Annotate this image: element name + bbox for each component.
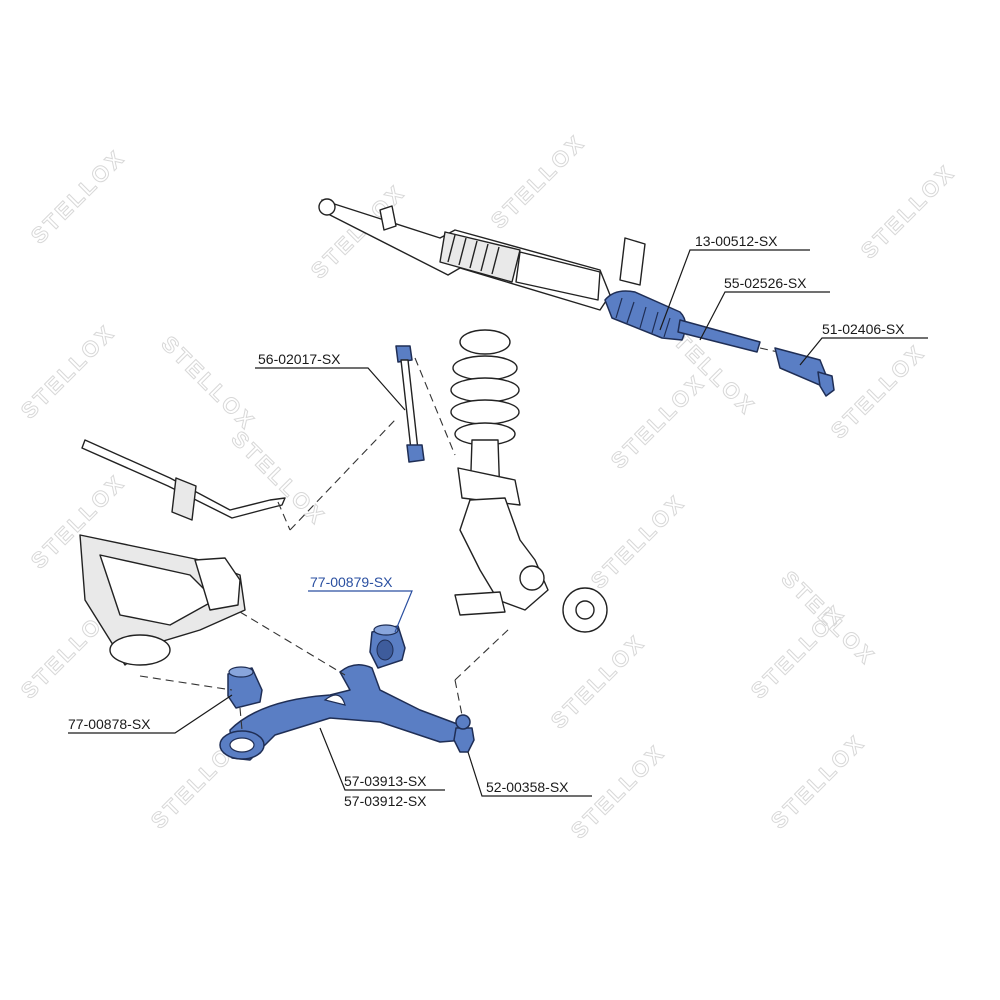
label-ball-joint: 52-00358-SX xyxy=(486,779,569,795)
label-boot: 55-02526-SX xyxy=(724,275,807,291)
label-control-arm-a: 57-03913-SX xyxy=(344,773,427,789)
watermark-text: STELLOX xyxy=(486,129,590,233)
watermark-text: STELLOX xyxy=(586,489,690,593)
label-tie-rod-end: 51-02406-SX xyxy=(822,321,905,337)
watermark-text: STELLOX xyxy=(566,739,670,843)
bushing-rear xyxy=(227,666,263,709)
bushing-front xyxy=(369,624,406,669)
watermark-text: STELLOX xyxy=(606,369,710,473)
strut-assembly xyxy=(450,329,608,633)
steering-rack-assembly xyxy=(318,198,835,397)
label-control-arm-b: 57-03912-SX xyxy=(344,793,427,809)
label-steering-rack: 13-00512-SX xyxy=(695,233,778,249)
watermark-text: STELLOX xyxy=(856,159,960,263)
part-labels: 13-00512-SX 55-02526-SX 51-02406-SX 56-0… xyxy=(68,233,905,809)
assembly-lines xyxy=(139,611,511,731)
label-stabilizer-link: 56-02017-SX xyxy=(258,351,341,367)
watermark-text: STELLOX xyxy=(826,339,930,443)
watermark-text: STELLOX xyxy=(766,729,870,833)
ball-joint xyxy=(453,714,475,753)
lower-control-arm xyxy=(219,664,466,761)
watermark-text: STELLOX xyxy=(26,144,130,248)
label-rear-bushing: 77-00878-SX xyxy=(68,716,151,732)
watermark-text: STELLOX xyxy=(16,319,120,423)
watermark-text: STELLOX xyxy=(546,629,650,733)
label-front-bushing: 77-00879-SX xyxy=(310,574,393,590)
watermark-text: STELLOX xyxy=(746,599,850,703)
leader-lines xyxy=(68,249,928,797)
watermark-text: STELLOX xyxy=(156,331,260,435)
subframe xyxy=(79,534,246,666)
stabilizer-assembly xyxy=(81,345,456,531)
